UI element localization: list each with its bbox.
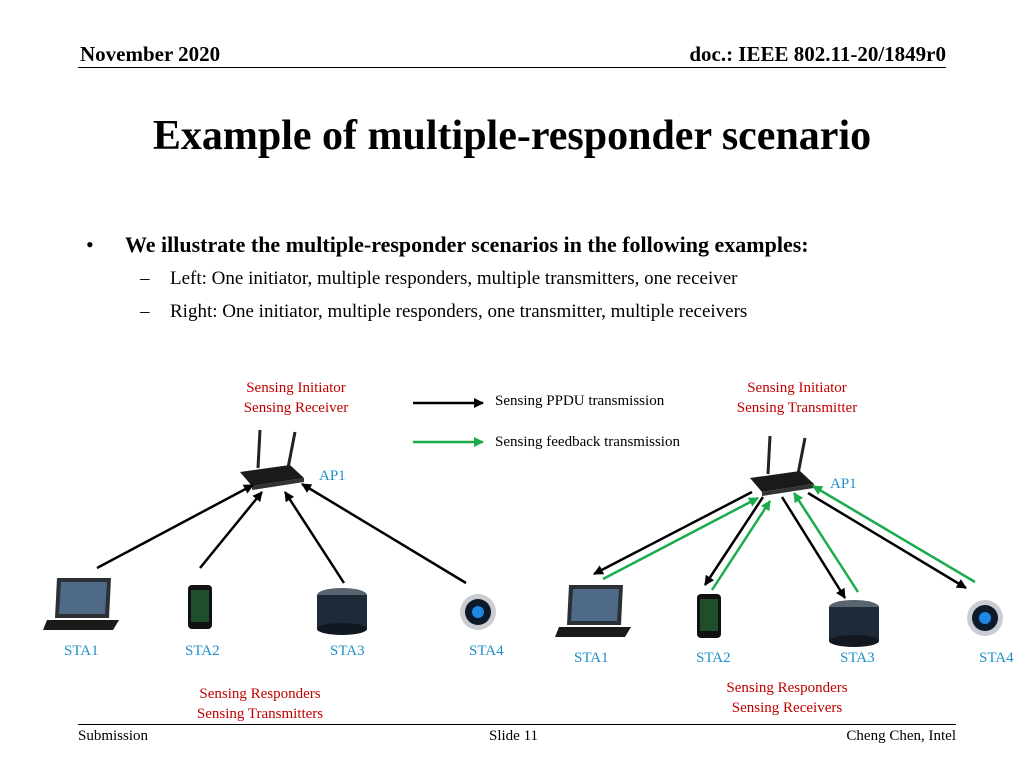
sub-bullet-dash: – [140,301,150,322]
footer-divider [78,724,956,725]
arrow-sta4-ap-left [301,482,467,585]
right-responder-role: Sensing Responders Sensing Receivers [702,678,872,718]
right-sta3-label: STA3 [840,650,875,666]
legend-feedback-label: Sensing feedback transmission [495,434,680,450]
left-sta4-label: STA4 [469,643,504,659]
laptop-icon [555,585,631,637]
slide-title: Example of multiple-responder scenario [152,113,872,159]
arrow-sta2-ap-left [199,491,263,569]
sub-bullet-right: Right: One initiator, multiple responder… [170,301,748,322]
right-sta4-label: STA4 [979,650,1014,666]
smart-speaker-icon [317,588,367,635]
role-line: Sensing Responders [199,686,321,702]
footer-submission: Submission [78,728,149,744]
bullet-marker: • [86,232,94,257]
footer-author: Cheng Chen, Intel [846,728,956,744]
laptop-icon [43,578,119,630]
role-line: Sensing Initiator [747,380,847,396]
arrow-sta1-ap-left [96,483,254,570]
arrow-ap-sta1-right [593,490,753,576]
left-ap-label: AP1 [319,468,346,484]
right-sta2-label: STA2 [696,650,731,666]
role-line: Sensing Responders [726,680,848,696]
feedback-sta4-ap-right [812,484,976,584]
role-line: Sensing Initiator [246,380,346,396]
role-line: Sensing Receivers [731,700,843,716]
left-sta1-label: STA1 [64,643,99,659]
feedback-sta2-ap-right [710,500,772,591]
left-responder-role: Sensing Responders Sensing Transmitters [170,684,350,724]
role-line: Sensing Receiver [243,400,349,416]
bullet-text: We illustrate the multiple-responder sce… [125,232,809,257]
left-sta2-label: STA2 [185,643,220,659]
feedback-sta1-ap-right [602,496,759,581]
right-initiator-role: Sensing Initiator Sensing Transmitter [712,378,882,418]
left-sta3-label: STA3 [330,643,365,659]
role-line: Sensing Transmitters [196,706,324,722]
phone-icon [697,594,721,638]
sub-bullet-left: Left: One initiator, multiple responders… [170,268,738,289]
arrow-ap-sta3-right [780,496,847,599]
thermostat-icon [967,600,1003,636]
header-doc-id: doc.: IEEE 802.11-20/1849r0 [689,42,946,66]
arrow-ap-sta2-right [703,496,765,586]
arrow-sta3-ap-left [283,491,346,584]
right-sta1-label: STA1 [574,650,609,666]
smart-speaker-icon [829,600,879,647]
role-line: Sensing Transmitter [736,400,858,416]
header-date: November 2020 [80,42,221,66]
left-initiator-role: Sensing Initiator Sensing Receiver [216,378,376,418]
sub-bullet-dash: – [140,268,150,289]
router-icon [750,435,814,496]
router-icon [240,429,304,490]
right-ap-label: AP1 [830,476,857,492]
footer-slide-number: Slide 11 [489,728,539,744]
arrow-ap-sta4-right [807,491,967,590]
feedback-sta3-ap-right [792,492,860,593]
header-divider [78,67,946,68]
legend-ppdu-label: Sensing PPDU transmission [495,393,665,409]
thermostat-icon [460,594,496,630]
phone-icon [188,585,212,629]
